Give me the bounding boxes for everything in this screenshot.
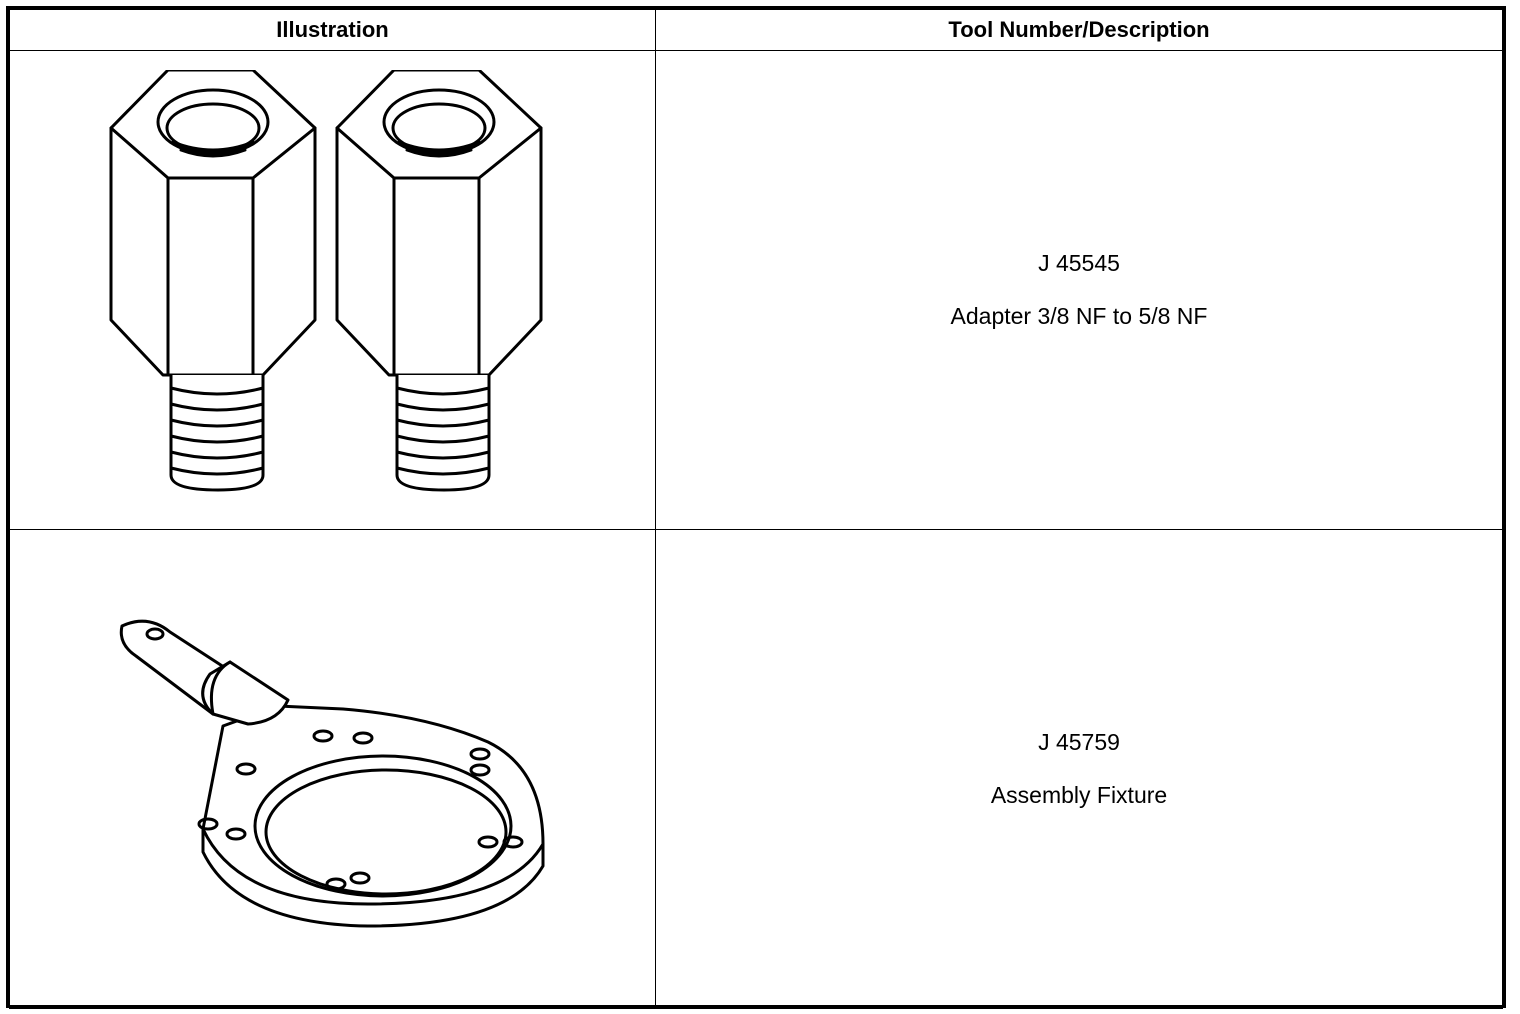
tool-description-cell: J 45759 Assembly Fixture <box>655 529 1503 1009</box>
header-illustration: Illustration <box>9 9 656 51</box>
tool-number: J 45759 <box>1038 729 1120 755</box>
table-row: J 45759 Assembly Fixture <box>9 529 1503 1009</box>
table-row: J 45545 Adapter 3/8 NF to 5/8 NF <box>9 50 1503 530</box>
tool-number: J 45545 <box>1038 250 1120 276</box>
tool-description: Adapter 3/8 NF to 5/8 NF <box>950 303 1208 329</box>
assembly-fixture-plate-icon <box>119 619 544 928</box>
illustration-cell <box>9 529 656 1009</box>
threaded-hex-adapter-pair-icon <box>109 70 542 492</box>
tool-description-cell: J 45545 Adapter 3/8 NF to 5/8 NF <box>655 50 1503 530</box>
tool-description: Assembly Fixture <box>990 782 1168 808</box>
tool-table: Illustration Tool Number/Description <box>9 9 1503 1009</box>
header-tool-description: Tool Number/Description <box>655 9 1503 51</box>
illustration-cell <box>9 50 656 530</box>
tool-table-frame: Illustration Tool Number/Description <box>6 6 1506 1009</box>
table-header-row: Illustration Tool Number/Description <box>9 9 1503 51</box>
